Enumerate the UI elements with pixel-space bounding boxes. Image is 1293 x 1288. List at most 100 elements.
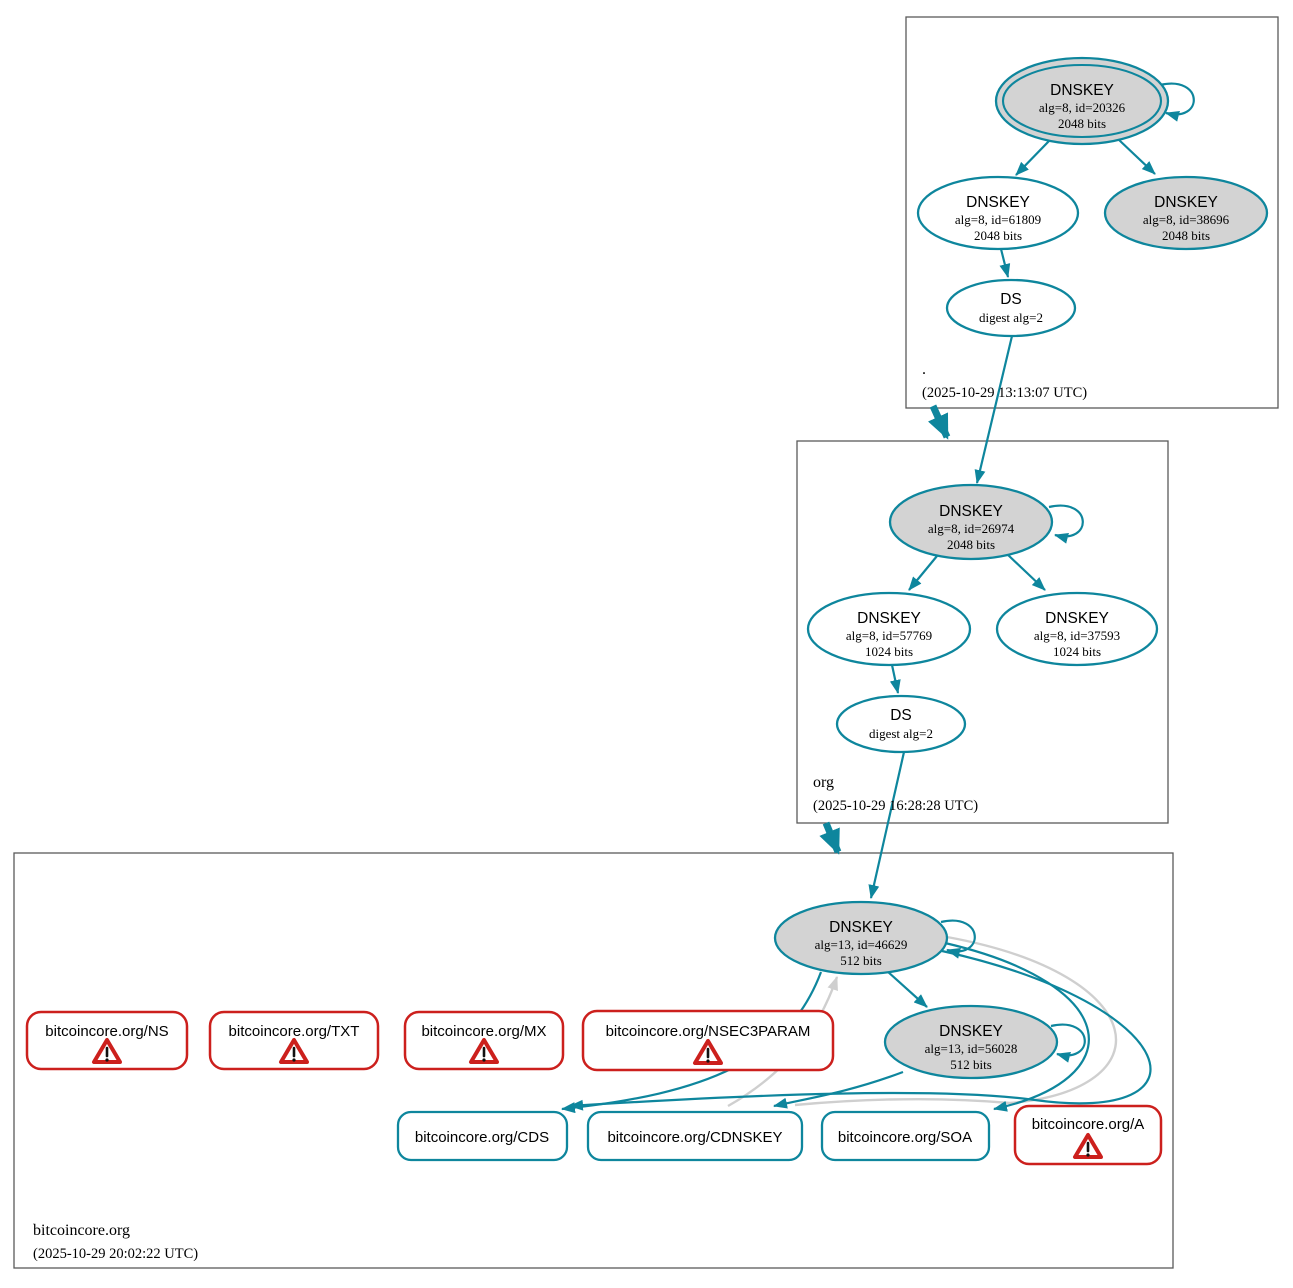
node-title: DNSKEY (857, 610, 921, 627)
rrset-bitcoincore-ns[interactable]: bitcoincore.org/NS (25, 1010, 189, 1071)
rrset-label: bitcoincore.org/CDNSKEY (607, 1129, 782, 1146)
zone-box-root (905, 16, 1279, 409)
rrset-bitcoincore-nsec3param[interactable]: bitcoincore.org/NSEC3PARAM (581, 1009, 835, 1072)
zone-timestamp-org: (2025-10-29 16:28:28 UTC) (813, 798, 978, 814)
root-ksk-ellipse-outer (994, 56, 1170, 146)
zone-label-bitcoincore: bitcoincore.org (33, 1222, 130, 1239)
zone-box-bitcoincore (13, 852, 1174, 1269)
rrset-label: bitcoincore.org/SOA (838, 1129, 972, 1146)
rrset-bitcoincore-cdnskey[interactable]: bitcoincore.org/CDNSKEY (586, 1110, 804, 1162)
node-size: 512 bits (950, 1057, 992, 1072)
node-size: 512 bits (840, 953, 882, 968)
zone-label-root: . (922, 361, 926, 378)
rrset-label: bitcoincore.org/MX (421, 1023, 546, 1040)
node-root-dnskey-38696[interactable]: DNSKEY alg=8, id=38696 2048 bits (1103, 175, 1269, 251)
org-zsk2-ellipse (995, 591, 1159, 667)
edge-bc-ksk-to-zsk (886, 970, 928, 1008)
rrset-bitcoincore-mx[interactable]: bitcoincore.org/MX (403, 1010, 565, 1071)
edge-bc-zsk-selfloop (1050, 1023, 1086, 1063)
edge-org-zsk-to-ds (889, 664, 901, 694)
node-bc-dnskey-56028[interactable]: DNSKEY alg=13, id=56028 512 bits (883, 1004, 1059, 1080)
rrset-label: bitcoincore.org/NS (45, 1023, 168, 1040)
node-title: DNSKEY (829, 919, 893, 936)
warning-icon (469, 1038, 499, 1064)
node-detail: alg=8, id=26974 (928, 521, 1015, 536)
node-detail: alg=8, id=61809 (955, 212, 1041, 227)
node-org-ds[interactable]: DS digest alg=2 (835, 694, 967, 754)
edge-root-ds-to-org-ksk (974, 335, 1014, 484)
bc-ksk-ellipse (773, 900, 949, 976)
edge-org-ksk-selfloop (1048, 504, 1084, 544)
node-detail: alg=8, id=37593 (1034, 628, 1120, 643)
zone-timestamp-bitcoincore: (2025-10-29 20:02:22 UTC) (33, 1246, 198, 1262)
node-size: 1024 bits (1053, 644, 1101, 659)
node-title: DS (1000, 291, 1022, 308)
node-title: DNSKEY (1154, 194, 1218, 211)
edge-org-ksk-to-zsk1 (908, 555, 938, 591)
edge-org-ksk-to-zsk2 (1006, 553, 1046, 591)
node-detail: alg=13, id=46629 (815, 937, 908, 952)
node-size: 2048 bits (974, 228, 1022, 243)
rrset-box (396, 1110, 569, 1162)
warning-icon (1073, 1133, 1103, 1159)
node-detail: digest alg=2 (979, 310, 1043, 325)
bc-zsk-ellipse (883, 1004, 1059, 1080)
edge-bc-ksk-selfloop (940, 919, 976, 959)
rrset-bitcoincore-cds[interactable]: bitcoincore.org/CDS (396, 1110, 569, 1162)
node-org-dnskey-26974[interactable]: DNSKEY alg=8, id=26974 2048 bits (888, 483, 1054, 561)
edge-root-ksk-to-ksk2 (1117, 138, 1156, 175)
warning-icon (279, 1038, 309, 1064)
root-ksk2-ellipse (1103, 175, 1269, 251)
edge-bc-sweep-to-soa (944, 941, 1090, 1112)
node-detail: alg=8, id=38696 (1143, 212, 1230, 227)
node-title: DNSKEY (939, 503, 1003, 520)
node-title: DNSKEY (1045, 610, 1109, 627)
zone-label-org: org (813, 774, 834, 791)
rrset-box (820, 1110, 991, 1162)
rrset-bitcoincore-a[interactable]: bitcoincore.org/A (1013, 1104, 1163, 1166)
root-ksk-ellipse-inner (1001, 63, 1163, 139)
root-ds-ellipse (945, 278, 1077, 338)
node-title: DS (890, 707, 912, 724)
node-org-dnskey-57769[interactable]: DNSKEY alg=8, id=57769 1024 bits (806, 591, 972, 667)
node-title: DNSKEY (939, 1023, 1003, 1040)
rrset-box (586, 1110, 804, 1162)
edge-root-ksk-selfloop (1159, 82, 1195, 122)
node-bc-dnskey-46629[interactable]: DNSKEY alg=13, id=46629 512 bits (773, 900, 949, 976)
rrset-label: bitcoincore.org/NSEC3PARAM (606, 1023, 811, 1040)
org-ksk-ellipse (888, 483, 1054, 561)
node-detail: alg=13, id=56028 (925, 1041, 1018, 1056)
root-zsk-ellipse (916, 175, 1080, 251)
node-title: DNSKEY (1050, 82, 1114, 99)
org-zsk1-ellipse (806, 591, 972, 667)
edge-org-ds-to-bc-ksk (868, 751, 906, 899)
edge-org-to-bc-delegation (819, 821, 842, 855)
node-root-ds[interactable]: DS digest alg=2 (945, 278, 1077, 338)
node-size: 1024 bits (865, 644, 913, 659)
rrset-label: bitcoincore.org/TXT (229, 1023, 360, 1040)
edge-bc-sweep-insecure (794, 935, 1118, 1107)
node-detail: alg=8, id=20326 (1039, 100, 1126, 115)
rrset-label: bitcoincore.org/A (1032, 1116, 1145, 1133)
node-detail: alg=8, id=57769 (846, 628, 932, 643)
edge-root-zsk-to-ds (999, 248, 1011, 278)
node-detail: digest alg=2 (869, 726, 933, 741)
edge-root-to-org-delegation (927, 404, 951, 440)
zone-box-org (796, 440, 1169, 824)
org-ds-ellipse (835, 694, 967, 754)
node-root-dnskey-61809[interactable]: DNSKEY alg=8, id=61809 2048 bits (916, 175, 1080, 251)
warning-icon (693, 1039, 723, 1065)
node-size: 2048 bits (947, 537, 995, 552)
node-size: 2048 bits (1162, 228, 1210, 243)
edge-bc-sweep-to-cds (569, 949, 1152, 1111)
edge-root-ksk-to-zsk (1015, 140, 1050, 176)
warning-icon (92, 1038, 122, 1064)
rrset-label: bitcoincore.org/CDS (415, 1129, 549, 1146)
node-root-dnskey-20326[interactable]: DNSKEY alg=8, id=20326 2048 bits (994, 56, 1170, 146)
node-org-dnskey-37593[interactable]: DNSKEY alg=8, id=37593 1024 bits (995, 591, 1159, 667)
node-title: DNSKEY (966, 194, 1030, 211)
rrset-bitcoincore-txt[interactable]: bitcoincore.org/TXT (208, 1010, 380, 1071)
rrset-bitcoincore-soa[interactable]: bitcoincore.org/SOA (820, 1110, 991, 1162)
